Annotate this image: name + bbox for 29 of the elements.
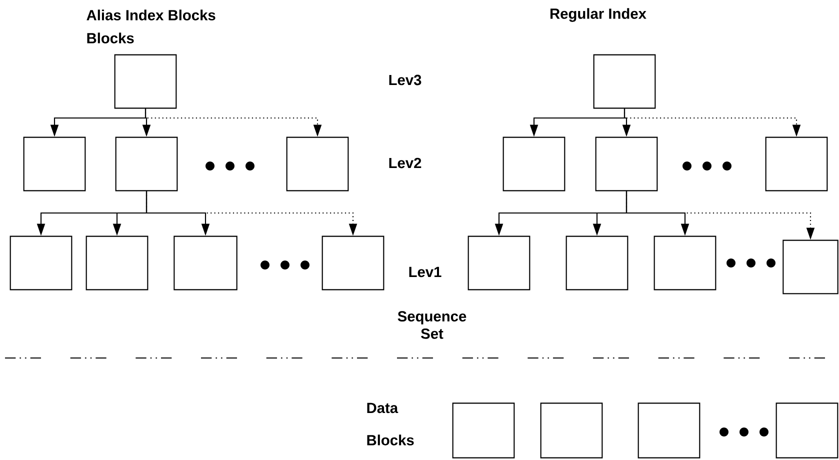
text-label: Alias Index Blocks xyxy=(86,10,216,20)
block-box xyxy=(654,236,716,290)
block-box xyxy=(115,136,178,192)
block-box xyxy=(174,236,238,290)
block-box xyxy=(593,54,656,109)
block-box xyxy=(540,402,603,458)
block-box xyxy=(10,236,72,290)
block-box xyxy=(114,54,177,109)
text-label: Lev3 xyxy=(389,74,422,86)
block-box xyxy=(286,136,349,192)
block-box xyxy=(638,402,700,458)
text-label: Lev2 xyxy=(389,158,422,168)
text-label: Sequence Set xyxy=(398,311,466,339)
block-box xyxy=(782,240,838,294)
text-label: Data xyxy=(367,402,398,414)
text-label: Blocks xyxy=(367,434,414,446)
block-box xyxy=(468,236,530,290)
block-box xyxy=(566,236,628,290)
block-box xyxy=(86,236,148,290)
text-label: Regular Index xyxy=(550,8,646,22)
text-label: Lev1 xyxy=(409,266,442,278)
block-box xyxy=(595,136,658,192)
block-box xyxy=(502,136,566,192)
block-box xyxy=(23,136,86,192)
text-label: Blocks xyxy=(87,32,134,44)
block-box xyxy=(452,402,515,458)
block-box xyxy=(322,236,384,290)
block-box xyxy=(765,136,828,192)
block-box xyxy=(776,402,838,458)
